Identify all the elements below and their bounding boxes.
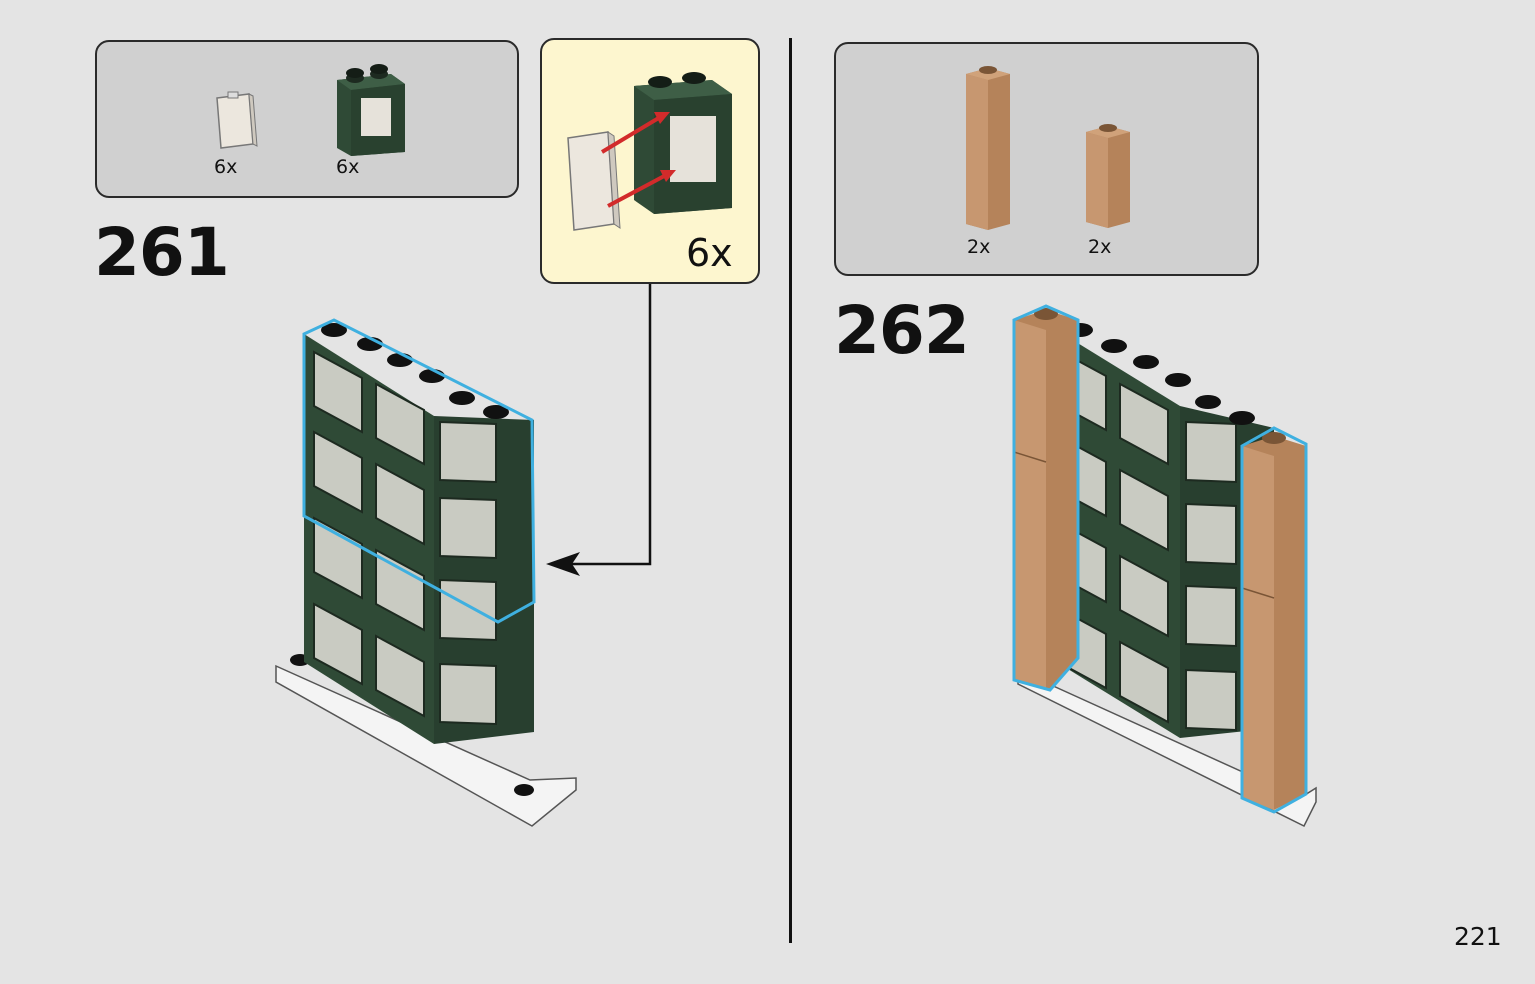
model-step-262 [1012,304,1317,828]
part-qty-tall-pillar: 2x [967,236,991,258]
part-qty-glass: 6x [214,156,238,178]
step-number-261: 261 [94,214,230,291]
parts-list-262: 2x 2x [834,42,1259,276]
step-divider [789,38,792,943]
part-qty-short-pillar: 2x [1088,236,1112,258]
tall-tan-pillar-brick-icon [966,66,1010,230]
short-tan-pillar-brick-icon [1086,124,1130,228]
model-step-261 [275,318,577,827]
sub-assembly-callout: 6x [540,38,760,284]
part-qty-frame: 6x [336,156,360,178]
transparent-window-glass-icon [216,91,258,149]
step-number-262: 262 [834,292,970,369]
parts-list-261: 6x 6x [95,40,519,198]
glass-insert-diagram-icon [567,72,732,231]
green-window-frame-icon [337,64,405,156]
page-number: 221 [1454,922,1502,951]
callout-connector-arrow [546,284,652,576]
callout-qty: 6x [686,231,733,275]
